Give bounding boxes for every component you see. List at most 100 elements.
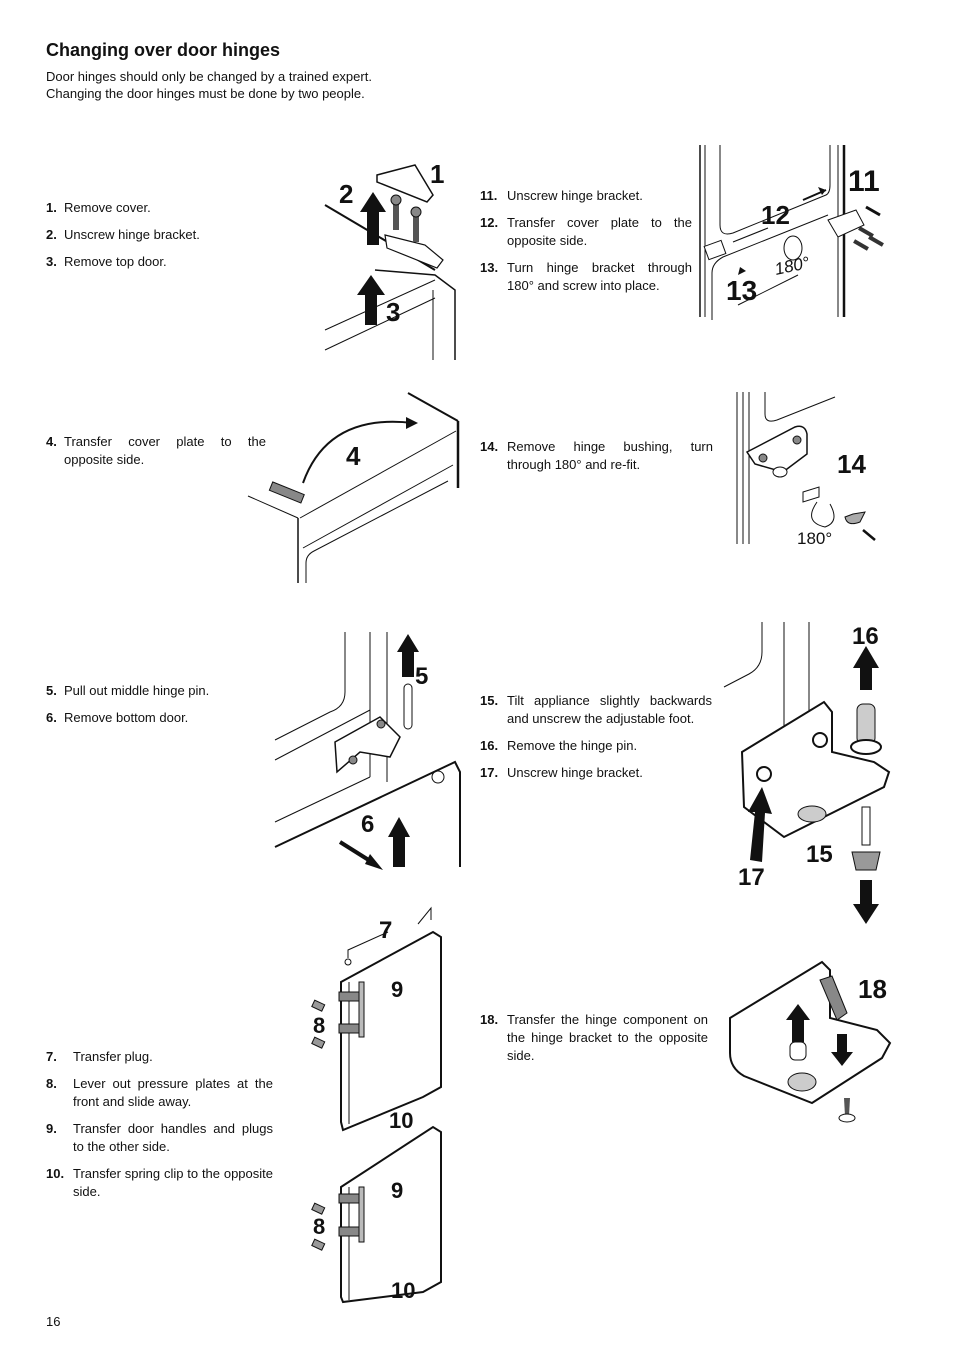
callout-label: 11 bbox=[848, 165, 880, 198]
step-number: 1. bbox=[46, 200, 57, 215]
step-item: 14. Remove hinge bushing, turn through 18… bbox=[480, 438, 713, 474]
step-text: Remove cover. bbox=[64, 200, 151, 215]
step-number: 12. bbox=[480, 215, 499, 230]
step-item: 6. Remove bottom door. bbox=[46, 709, 271, 727]
hinge-bracket-shape bbox=[384, 234, 444, 269]
step-text: Unscrew hinge bracket. bbox=[64, 227, 200, 242]
callout-label: 2 bbox=[339, 179, 353, 209]
steps-5-6: 5. Pull out middle hinge pin. 6. Remove bot… bbox=[46, 682, 271, 736]
step-text: Remove top door. bbox=[64, 254, 167, 269]
step-text: Transfer door handles and plugs to the o… bbox=[73, 1121, 273, 1154]
step-text: Turn hinge bracket through 180° and scre… bbox=[507, 260, 692, 293]
step-item: 10. Transfer spring clip to the opposite … bbox=[46, 1165, 273, 1201]
step-text: Pull out middle hinge pin. bbox=[64, 683, 210, 698]
step-item: 15. Tilt appliance slightly backwards and… bbox=[480, 692, 712, 728]
step-text: Remove the hinge pin. bbox=[507, 738, 638, 753]
step-number: 8. bbox=[46, 1076, 57, 1091]
up-arrow-icon bbox=[397, 634, 419, 677]
step-text: Transfer cover plate to the opposite sid… bbox=[507, 215, 692, 248]
steps-14: 14. Remove hinge bushing, turn through 18… bbox=[480, 438, 713, 483]
figure-bottom-hinge: 16 15 17 bbox=[723, 622, 899, 927]
callout-label: 9 bbox=[391, 1178, 403, 1203]
step-text: Unscrew hinge bracket. bbox=[507, 765, 643, 780]
up-arrow-icon bbox=[786, 1004, 810, 1042]
callout-label: 8 bbox=[313, 1013, 325, 1038]
step-number: 10. bbox=[46, 1166, 65, 1181]
step-text: Transfer spring clip to the opposite sid… bbox=[73, 1166, 273, 1199]
step-item: 17. Unscrew hinge bracket. bbox=[480, 764, 712, 782]
step-number: 16. bbox=[480, 738, 499, 753]
callout-label: 17 bbox=[738, 864, 765, 891]
intro-text: Door hinges should only be changed by a … bbox=[46, 68, 372, 102]
callout-label: 6 bbox=[361, 811, 374, 838]
step-number: 15. bbox=[480, 693, 499, 708]
step-text: Transfer plug. bbox=[73, 1049, 153, 1064]
angle-label: 180° bbox=[773, 253, 812, 279]
step-number: 14. bbox=[480, 439, 499, 454]
down-arrow-icon bbox=[831, 1034, 853, 1066]
callout-label: 8 bbox=[313, 1214, 325, 1239]
step-number: 4. bbox=[46, 434, 57, 449]
figure-hinge-component: 18 bbox=[722, 958, 897, 1126]
up-arrow-icon bbox=[748, 787, 772, 862]
cover-shape bbox=[376, 164, 434, 203]
figure-transfer-door-handles: 7 9 8 10 9 8 10 bbox=[303, 902, 468, 1304]
step-text: Unscrew hinge bracket. bbox=[507, 188, 643, 203]
steps-11-13: 11. Unscrew hinge bracket. 12. Transfer cov… bbox=[480, 187, 692, 304]
step-text: Lever out pressure plates at the front a… bbox=[73, 1076, 273, 1109]
step-number: 5. bbox=[46, 683, 57, 698]
up-arrow-icon bbox=[853, 646, 879, 690]
steps-4: 4. Transfer cover plate to the opposite s… bbox=[46, 433, 266, 478]
intro-line: Changing the door hinges must be done by… bbox=[46, 86, 365, 101]
step-text: Tilt appliance slightly backwards and un… bbox=[507, 693, 712, 726]
step-item: 8. Lever out pressure plates at the front… bbox=[46, 1075, 273, 1111]
callout-label: 13 bbox=[726, 275, 757, 306]
callout-label: 15 bbox=[806, 841, 833, 868]
step-number: 11. bbox=[480, 188, 498, 203]
steps-18: 18. Transfer the hinge component on the h… bbox=[480, 1011, 708, 1074]
step-text: Remove hinge bushing, turn through 180° … bbox=[507, 439, 713, 472]
page-number: 16 bbox=[46, 1314, 61, 1329]
bottom-door-shape bbox=[338, 1125, 442, 1304]
step-item: 1. Remove cover. bbox=[46, 199, 271, 217]
figure-remove-top-door: 1 2 3 bbox=[315, 150, 465, 360]
step-item: 13. Turn hinge bracket through 180° and s… bbox=[480, 259, 692, 295]
callout-label: 12 bbox=[761, 200, 790, 230]
step-item: 4. Transfer cover plate to the opposite s… bbox=[46, 433, 266, 469]
step-number: 17. bbox=[480, 765, 499, 780]
figure-middle-hinge-pin: 5 6 bbox=[274, 632, 470, 877]
step-item: 2.Unscrew hinge bracket. bbox=[46, 226, 271, 244]
steps-1-3: 1. Remove cover. 2.Unscrew hinge bracket. 3… bbox=[46, 199, 271, 280]
figure-turn-hinge-bracket: 11 12 13 180° bbox=[698, 145, 893, 320]
step-item: 12. Transfer cover plate to the opposite … bbox=[480, 214, 692, 250]
step-text: Transfer cover plate to the opposite sid… bbox=[64, 434, 266, 467]
top-door-shape bbox=[338, 930, 442, 1132]
callout-label: 16 bbox=[852, 623, 879, 650]
step-text: Transfer the hinge component on the hing… bbox=[507, 1012, 708, 1063]
steps-7-10: 7. Transfer plug. 8. Lever out pressure pla… bbox=[46, 1048, 273, 1210]
callout-label: 7 bbox=[379, 917, 392, 944]
step-number: 18. bbox=[480, 1012, 499, 1027]
callout-label: 9 bbox=[391, 977, 403, 1002]
up-arrow-icon bbox=[388, 817, 410, 867]
step-number: 6. bbox=[46, 710, 57, 725]
step-number: 3. bbox=[46, 254, 57, 269]
intro-line: Door hinges should only be changed by a … bbox=[46, 69, 372, 84]
step-item: 11. Unscrew hinge bracket. bbox=[480, 187, 692, 205]
step-number: 7. bbox=[46, 1049, 57, 1064]
callout-label: 14 bbox=[837, 449, 866, 479]
step-text: Remove bottom door. bbox=[64, 710, 189, 725]
step-item: 3. Remove top door. bbox=[46, 253, 271, 271]
callout-label: 1 bbox=[430, 159, 444, 189]
step-number: 13. bbox=[480, 260, 499, 275]
step-item: 7. Transfer plug. bbox=[46, 1048, 273, 1066]
step-item: 9.Transfer door handles and plugs to the… bbox=[46, 1120, 273, 1156]
step-item: 16. Remove the hinge pin. bbox=[480, 737, 712, 755]
callout-label: 4 bbox=[346, 441, 361, 471]
callout-label: 18 bbox=[858, 974, 887, 1004]
callout-label: 10 bbox=[389, 1108, 413, 1133]
callout-label: 5 bbox=[415, 663, 428, 690]
step-item: 18. Transfer the hinge component on the h… bbox=[480, 1011, 708, 1065]
figure-hinge-bushing: 14 180° bbox=[735, 392, 895, 552]
angle-label: 180° bbox=[797, 529, 832, 548]
